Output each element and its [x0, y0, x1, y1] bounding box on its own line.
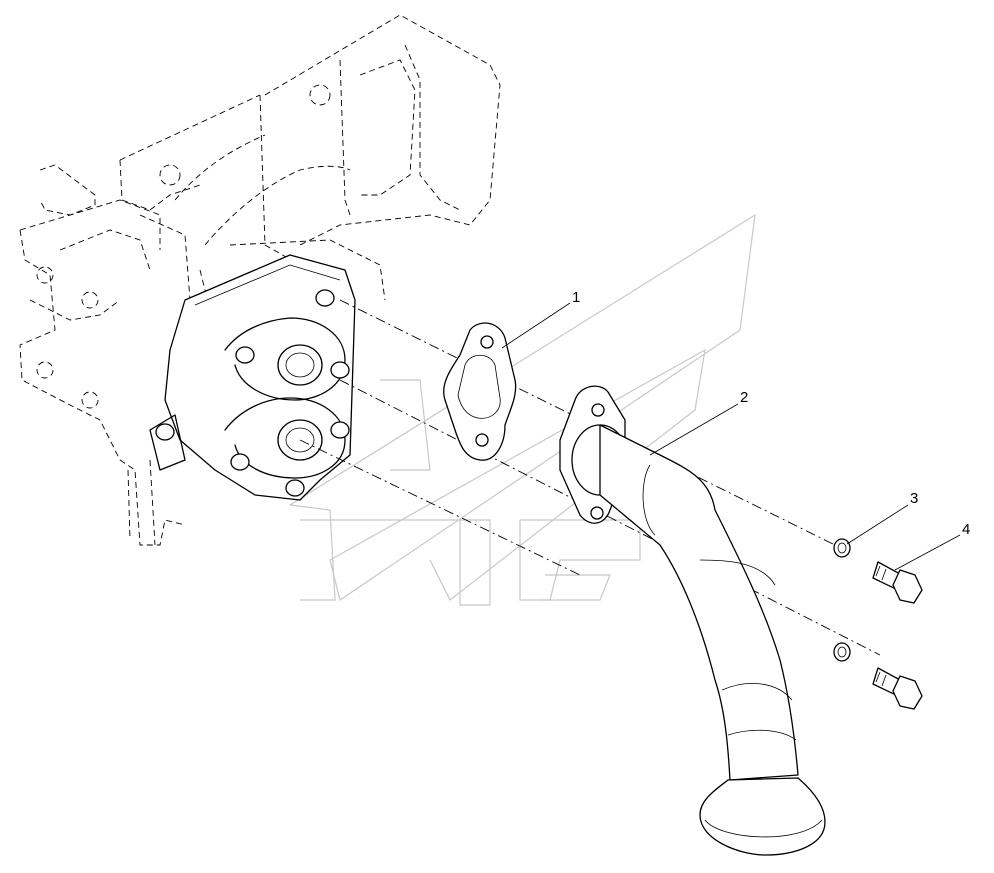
assembly-axes — [299, 299, 881, 656]
pump-bolts — [155, 289, 350, 497]
oil-pump — [149, 254, 356, 501]
hex-bolts — [872, 561, 923, 710]
washers — [833, 538, 851, 662]
callout-4: 4 — [962, 521, 970, 538]
gasket — [443, 322, 517, 461]
callout-1: 1 — [572, 289, 580, 306]
suction-pipe — [559, 385, 826, 856]
leader-lines — [501, 302, 961, 571]
callout-2: 2 — [740, 389, 748, 406]
callout-3: 3 — [910, 490, 918, 507]
